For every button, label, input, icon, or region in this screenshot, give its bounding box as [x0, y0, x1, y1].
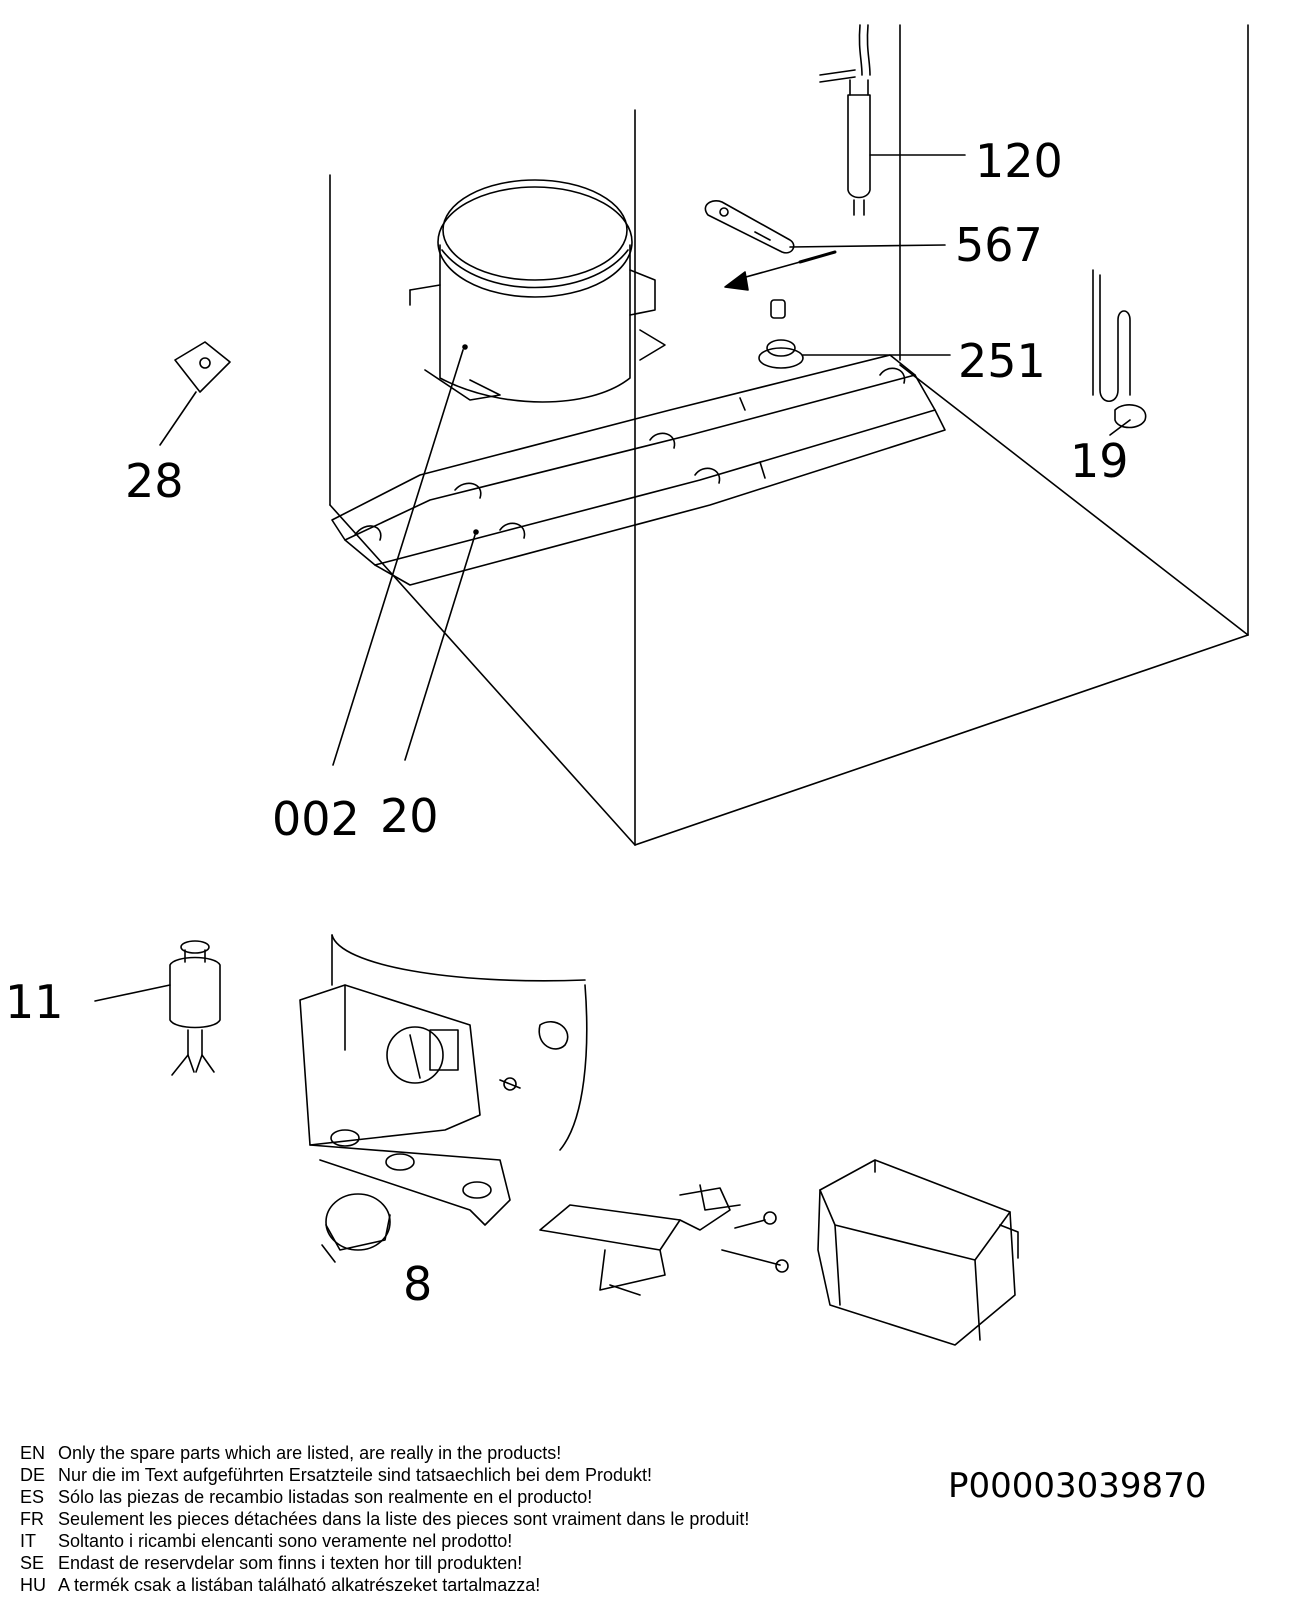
callout-567: 567 — [955, 218, 1043, 272]
relay-cover — [817, 1159, 1019, 1346]
bracket-part-567 — [704, 200, 946, 291]
sensor-part-11 — [94, 940, 221, 1076]
callout-20: 20 — [380, 789, 439, 843]
callout-19: 19 — [1070, 434, 1129, 488]
cabinet-outline — [329, 24, 1249, 846]
clip-part-28 — [159, 341, 231, 446]
callout-8: 8 — [403, 1257, 432, 1311]
compressor-part-002 — [409, 179, 666, 403]
grommet-part-251 — [758, 299, 951, 369]
mounting-rail-part-20 — [331, 354, 946, 586]
relay-assembly — [299, 934, 588, 1226]
connector-bracket — [539, 1184, 789, 1296]
document-id: P00003039870 — [948, 1466, 1207, 1506]
cable-part-19 — [1092, 269, 1147, 436]
callout-251: 251 — [958, 334, 1046, 388]
dryer-part-120 — [819, 24, 966, 216]
callout-120: 120 — [975, 134, 1063, 188]
callout-002: 002 — [272, 792, 360, 846]
callout-11: 11 — [5, 975, 64, 1029]
callout-28: 28 — [125, 454, 184, 508]
overload-part-8 — [321, 1193, 391, 1263]
leader-lines — [332, 349, 476, 766]
